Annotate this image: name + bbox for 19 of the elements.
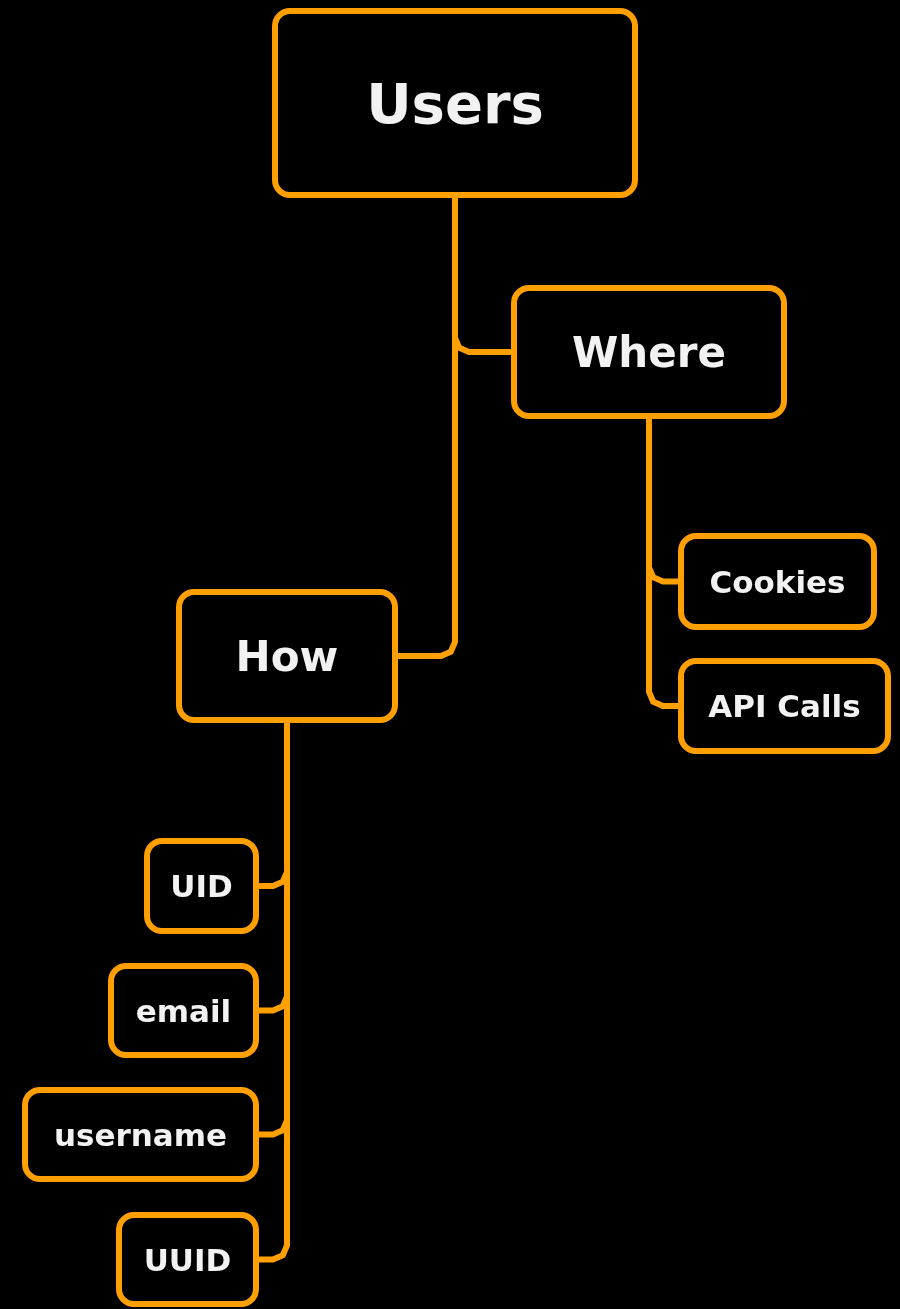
- topic-box: [108, 963, 259, 1058]
- topic-label: UUID: [143, 1241, 232, 1278]
- connector-line: [646, 416, 681, 709]
- topic-box: [22, 1087, 259, 1182]
- topic-label: Users: [366, 70, 544, 136]
- topic-box: [144, 838, 259, 934]
- topic-box: [678, 533, 877, 630]
- topic-label: email: [135, 992, 232, 1029]
- topic-box: [176, 589, 398, 723]
- topic-box: [272, 8, 638, 198]
- topic-label: username: [53, 1116, 228, 1153]
- topic-label: API Calls: [708, 688, 861, 724]
- topic-label: UID: [170, 868, 233, 904]
- topic-box: [116, 1212, 259, 1307]
- topic-label: Cookies: [709, 563, 846, 600]
- topic-label: How: [235, 631, 339, 681]
- topic-box: [678, 658, 891, 754]
- topic-box: [511, 285, 787, 419]
- topic-label: Where: [572, 327, 726, 377]
